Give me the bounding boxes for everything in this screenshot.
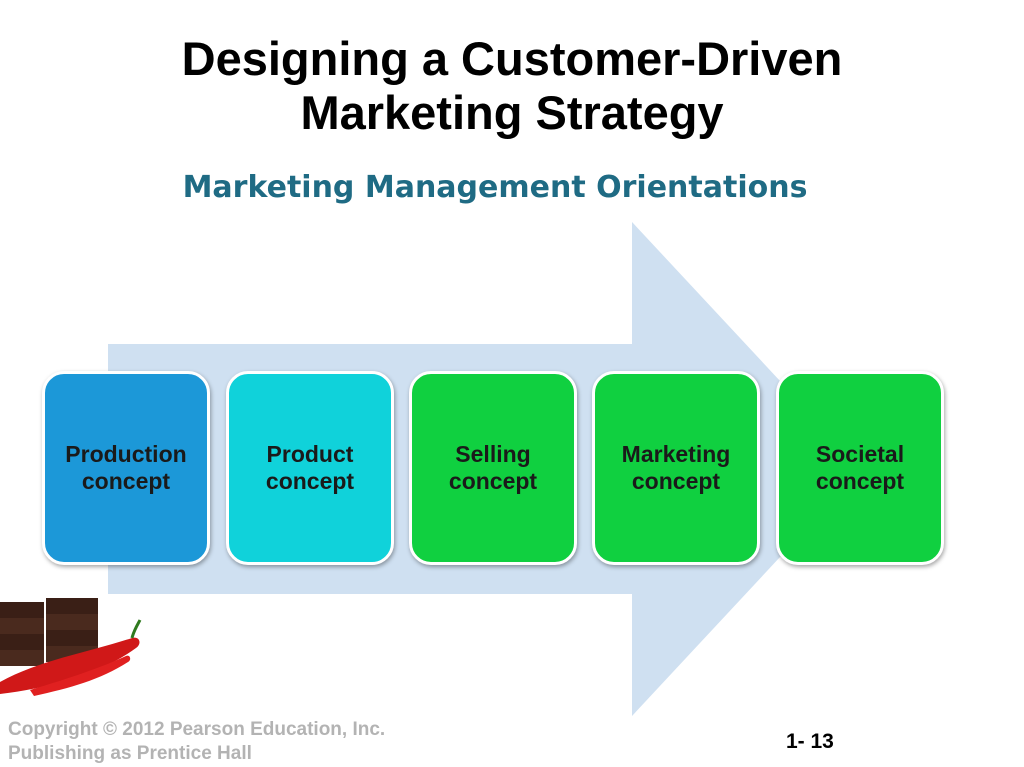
box-label: Marketing concept bbox=[621, 441, 731, 494]
box-label: Production concept bbox=[65, 441, 187, 494]
slide-subtitle: Marketing Management Orientations bbox=[182, 170, 808, 205]
box-marketing-concept: Marketing concept bbox=[592, 371, 760, 565]
box-product-concept: Product concept bbox=[226, 371, 394, 565]
box-label: Product concept bbox=[265, 441, 355, 494]
box-selling-concept: Selling concept bbox=[409, 371, 577, 565]
slide-title-line2: Marketing Strategy bbox=[300, 86, 724, 139]
box-societal-concept: Societal concept bbox=[776, 371, 944, 565]
box-production-concept: Production concept bbox=[42, 371, 210, 565]
footer-copyright: Copyright © 2012 Pearson Education, Inc.… bbox=[8, 718, 385, 766]
slide-title-line1: Designing a Customer-Driven bbox=[181, 32, 843, 85]
slide-title: Designing a Customer-Driven Marketing St… bbox=[0, 32, 1024, 140]
copyright-text: Copyright © 2012 Pearson Education, Inc. bbox=[8, 719, 386, 740]
publisher-text: Publishing as Prentice Hall bbox=[8, 743, 252, 764]
box-label: Selling concept bbox=[448, 441, 538, 494]
box-label: Societal concept bbox=[815, 441, 905, 494]
chocolate-chili-image bbox=[0, 598, 142, 696]
slide-number: 1- 13 bbox=[786, 730, 834, 753]
